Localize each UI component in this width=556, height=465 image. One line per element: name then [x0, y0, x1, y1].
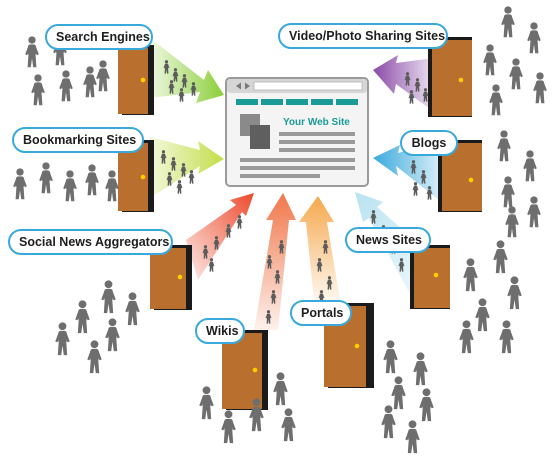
- arrow-wikis: [254, 193, 296, 330]
- arrow-bookmarking-sites: [150, 137, 224, 198]
- crowd-video-photo-sharing-sites: [483, 6, 547, 116]
- crowd-blogs: [497, 130, 541, 238]
- door-video-photo-sharing-sites: [428, 37, 472, 117]
- door-wikis: [222, 330, 268, 410]
- label-social-news-aggregators: Social News Aggregators: [8, 229, 173, 255]
- back-arrow-icon: [236, 82, 241, 90]
- crowd-social-news-aggregators: [55, 280, 140, 374]
- arrow-portals: [299, 196, 340, 300]
- door-search-engines: [118, 45, 154, 115]
- forward-arrow-icon: [245, 82, 250, 90]
- crowd-portals: [381, 340, 434, 454]
- site-text-lines: [240, 132, 355, 178]
- label-search-engines: Search Engines: [45, 24, 153, 50]
- door-news-sites: [410, 245, 450, 309]
- site-title: Your Web Site: [283, 117, 350, 128]
- site-nav-bar: [236, 99, 358, 105]
- label-bookmarking-sites: Bookmarking Sites: [12, 127, 144, 153]
- arrow-video-photo-sharing-sites: [373, 55, 434, 112]
- doors: [118, 37, 482, 410]
- arrow-search-engines: [150, 38, 224, 103]
- label-wikis: Wikis: [195, 318, 245, 344]
- label-blogs: Blogs: [400, 130, 458, 156]
- crowd-bookmarking-sites: [13, 162, 119, 202]
- label-video-photo-sharing-sites: Video/Photo Sharing Sites: [278, 23, 448, 49]
- arrow-social-news-aggregators: [186, 193, 254, 280]
- address-bar: [253, 81, 363, 91]
- label-portals: Portals: [290, 300, 352, 326]
- door-blogs: [438, 140, 482, 212]
- site-image-front: [250, 125, 270, 149]
- crowd-news-sites: [459, 240, 522, 354]
- label-news-sites: News Sites: [345, 227, 431, 253]
- arrow-blogs: [373, 140, 444, 204]
- website-window: Your Web Site: [225, 77, 369, 187]
- door-social-news-aggregators: [150, 245, 192, 310]
